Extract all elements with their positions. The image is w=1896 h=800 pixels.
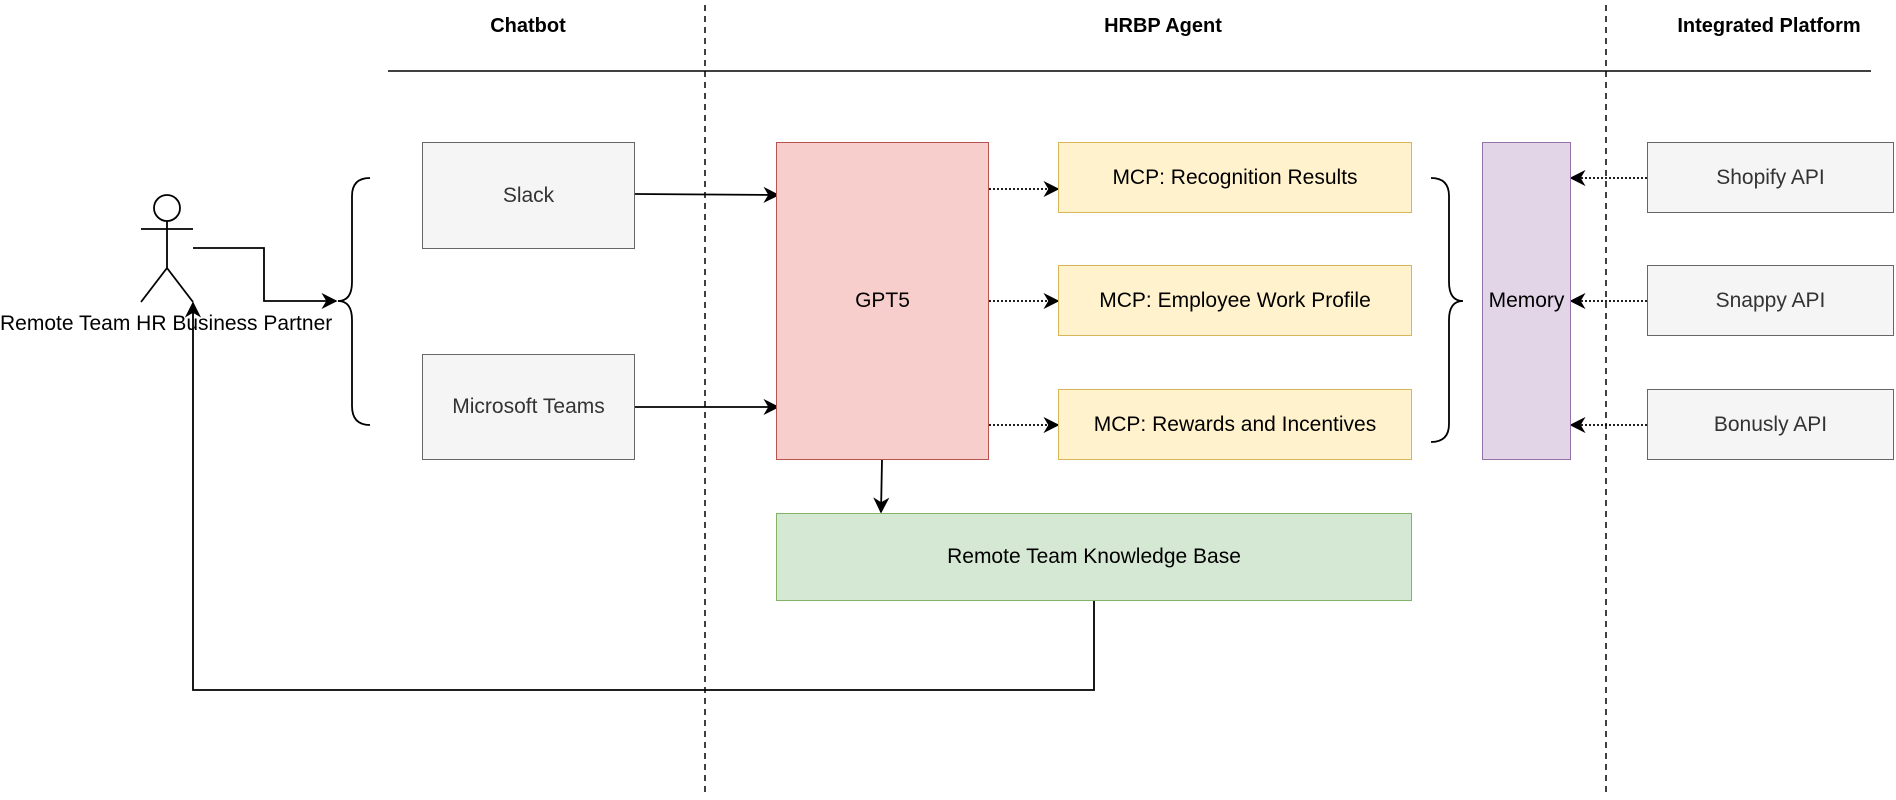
gpt5-node[interactable]: GPT5 <box>776 142 989 460</box>
lane-header-integrated-platform: Integrated Platform <box>1677 15 1861 37</box>
actor-label: Remote Team HR Business Partner <box>0 312 333 335</box>
shopify-api-node[interactable]: Shopify API <box>1647 142 1894 213</box>
mcp-rewards-and-incentives-node[interactable]: MCP: Rewards and Incentives <box>1058 389 1412 460</box>
lane-header-hrbp-agent: HRBP Agent <box>1104 15 1222 37</box>
slack-node[interactable]: Slack <box>422 142 635 249</box>
snappy-api-node[interactable]: Snappy API <box>1647 265 1894 336</box>
chatbot-group-brace <box>337 177 371 426</box>
microsoft-teams-node[interactable]: Microsoft Teams <box>422 354 635 460</box>
edge-slack-to-gpt5 <box>634 186 780 203</box>
bonusly-api-node[interactable]: Bonusly API <box>1647 389 1894 460</box>
lane-header-chatbot: Chatbot <box>490 15 566 37</box>
mcp-recognition-results-node[interactable]: MCP: Recognition Results <box>1058 142 1412 213</box>
memory-node[interactable]: Memory <box>1482 142 1571 460</box>
mcp-employee-work-profile-node[interactable]: MCP: Employee Work Profile <box>1058 265 1412 336</box>
actor-figure-icon <box>140 194 194 303</box>
knowledge-base-node[interactable]: Remote Team Knowledge Base <box>776 513 1412 601</box>
mcp-group-brace <box>1430 177 1464 443</box>
edge-knowledge-base-to-actor <box>184 301 1095 691</box>
edge-actor-to-chatbot <box>193 247 338 310</box>
edge-gpt5-to-knowledge-base <box>873 459 890 514</box>
